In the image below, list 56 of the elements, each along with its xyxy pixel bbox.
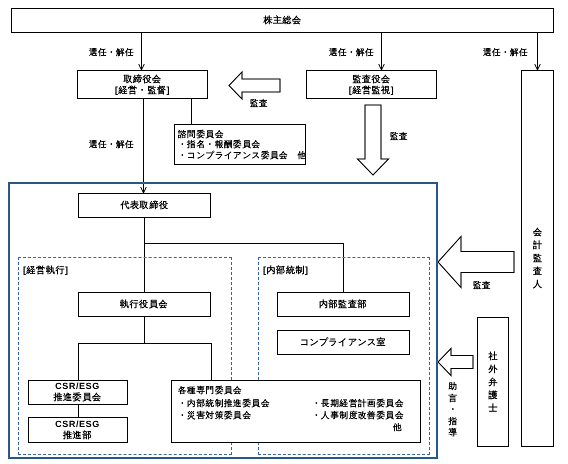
edge-label: 選任・解任 bbox=[88, 139, 135, 149]
list-note: 他 bbox=[392, 422, 402, 432]
group-heading: [内部統制] bbox=[263, 265, 309, 276]
org-box bbox=[174, 124, 306, 165]
org-box bbox=[28, 380, 128, 404]
connector-line bbox=[144, 218, 344, 292]
unit-name: CSR/ESG推進部 bbox=[54, 418, 101, 440]
org-box bbox=[28, 416, 128, 442]
org-box bbox=[171, 380, 421, 443]
block-arrow bbox=[437, 235, 515, 289]
unit-name: 内部監査部 bbox=[319, 298, 367, 310]
list-item: ・指名・報酬委員会 bbox=[178, 139, 261, 150]
org-box bbox=[77, 70, 208, 99]
org-box bbox=[78, 292, 210, 316]
org-box bbox=[306, 70, 437, 99]
edge-label: 監査 bbox=[389, 131, 409, 141]
arrow bbox=[140, 98, 147, 194]
unit-name: 社外弁護士 bbox=[488, 350, 498, 414]
org-box bbox=[11, 8, 554, 33]
block-arrow bbox=[228, 70, 281, 100]
unit-name: 株主総会 bbox=[263, 15, 302, 26]
role-label: [経営・監督] bbox=[114, 84, 170, 96]
list-item: ・人事制度改善委員会 bbox=[312, 410, 404, 420]
list-heading: 諮問委員会 bbox=[178, 128, 224, 140]
block-arrow bbox=[356, 104, 390, 176]
list-item: ・長期経営計画委員会 bbox=[312, 398, 404, 408]
unit-name: 監査役会 bbox=[352, 74, 391, 84]
edge-label: 監査 bbox=[249, 98, 269, 108]
org-box bbox=[477, 317, 509, 447]
edge-label: 監査 bbox=[472, 280, 492, 290]
arrow bbox=[534, 32, 541, 70]
edge-label: 選任・解任 bbox=[328, 47, 375, 57]
unit-name: 執行役員会 bbox=[120, 298, 168, 310]
unit-name: コンプライアンス室 bbox=[300, 336, 386, 348]
org-box bbox=[276, 330, 410, 354]
org-box bbox=[521, 70, 554, 447]
org-box bbox=[78, 193, 211, 218]
connector-line bbox=[78, 404, 79, 418]
edge-label: 選任・解任 bbox=[482, 47, 529, 57]
role-label: [経営監視] bbox=[348, 84, 394, 96]
list-item: ・災害対策委員会 bbox=[178, 410, 252, 420]
edge-label: 助言・指導 bbox=[448, 380, 458, 440]
unit-name: 取締役会 bbox=[123, 74, 162, 84]
unit-name: 代表取締役 bbox=[120, 200, 168, 211]
list-heading: 各種専門委員会 bbox=[178, 385, 242, 396]
group-heading: [経営執行] bbox=[23, 265, 69, 276]
block-arrow bbox=[437, 347, 474, 377]
org-box bbox=[276, 292, 410, 316]
edge-label: 選任・解任 bbox=[88, 47, 135, 57]
unit-name: CSR/ESG推進委員会 bbox=[52, 381, 102, 403]
list-item: ・内部統制推進委員会 bbox=[178, 398, 270, 408]
arrow bbox=[378, 32, 385, 70]
unit-name: 会計監査人 bbox=[532, 226, 542, 291]
arrow bbox=[138, 32, 145, 70]
connector-line bbox=[191, 98, 192, 124]
outer-frame bbox=[8, 182, 438, 459]
